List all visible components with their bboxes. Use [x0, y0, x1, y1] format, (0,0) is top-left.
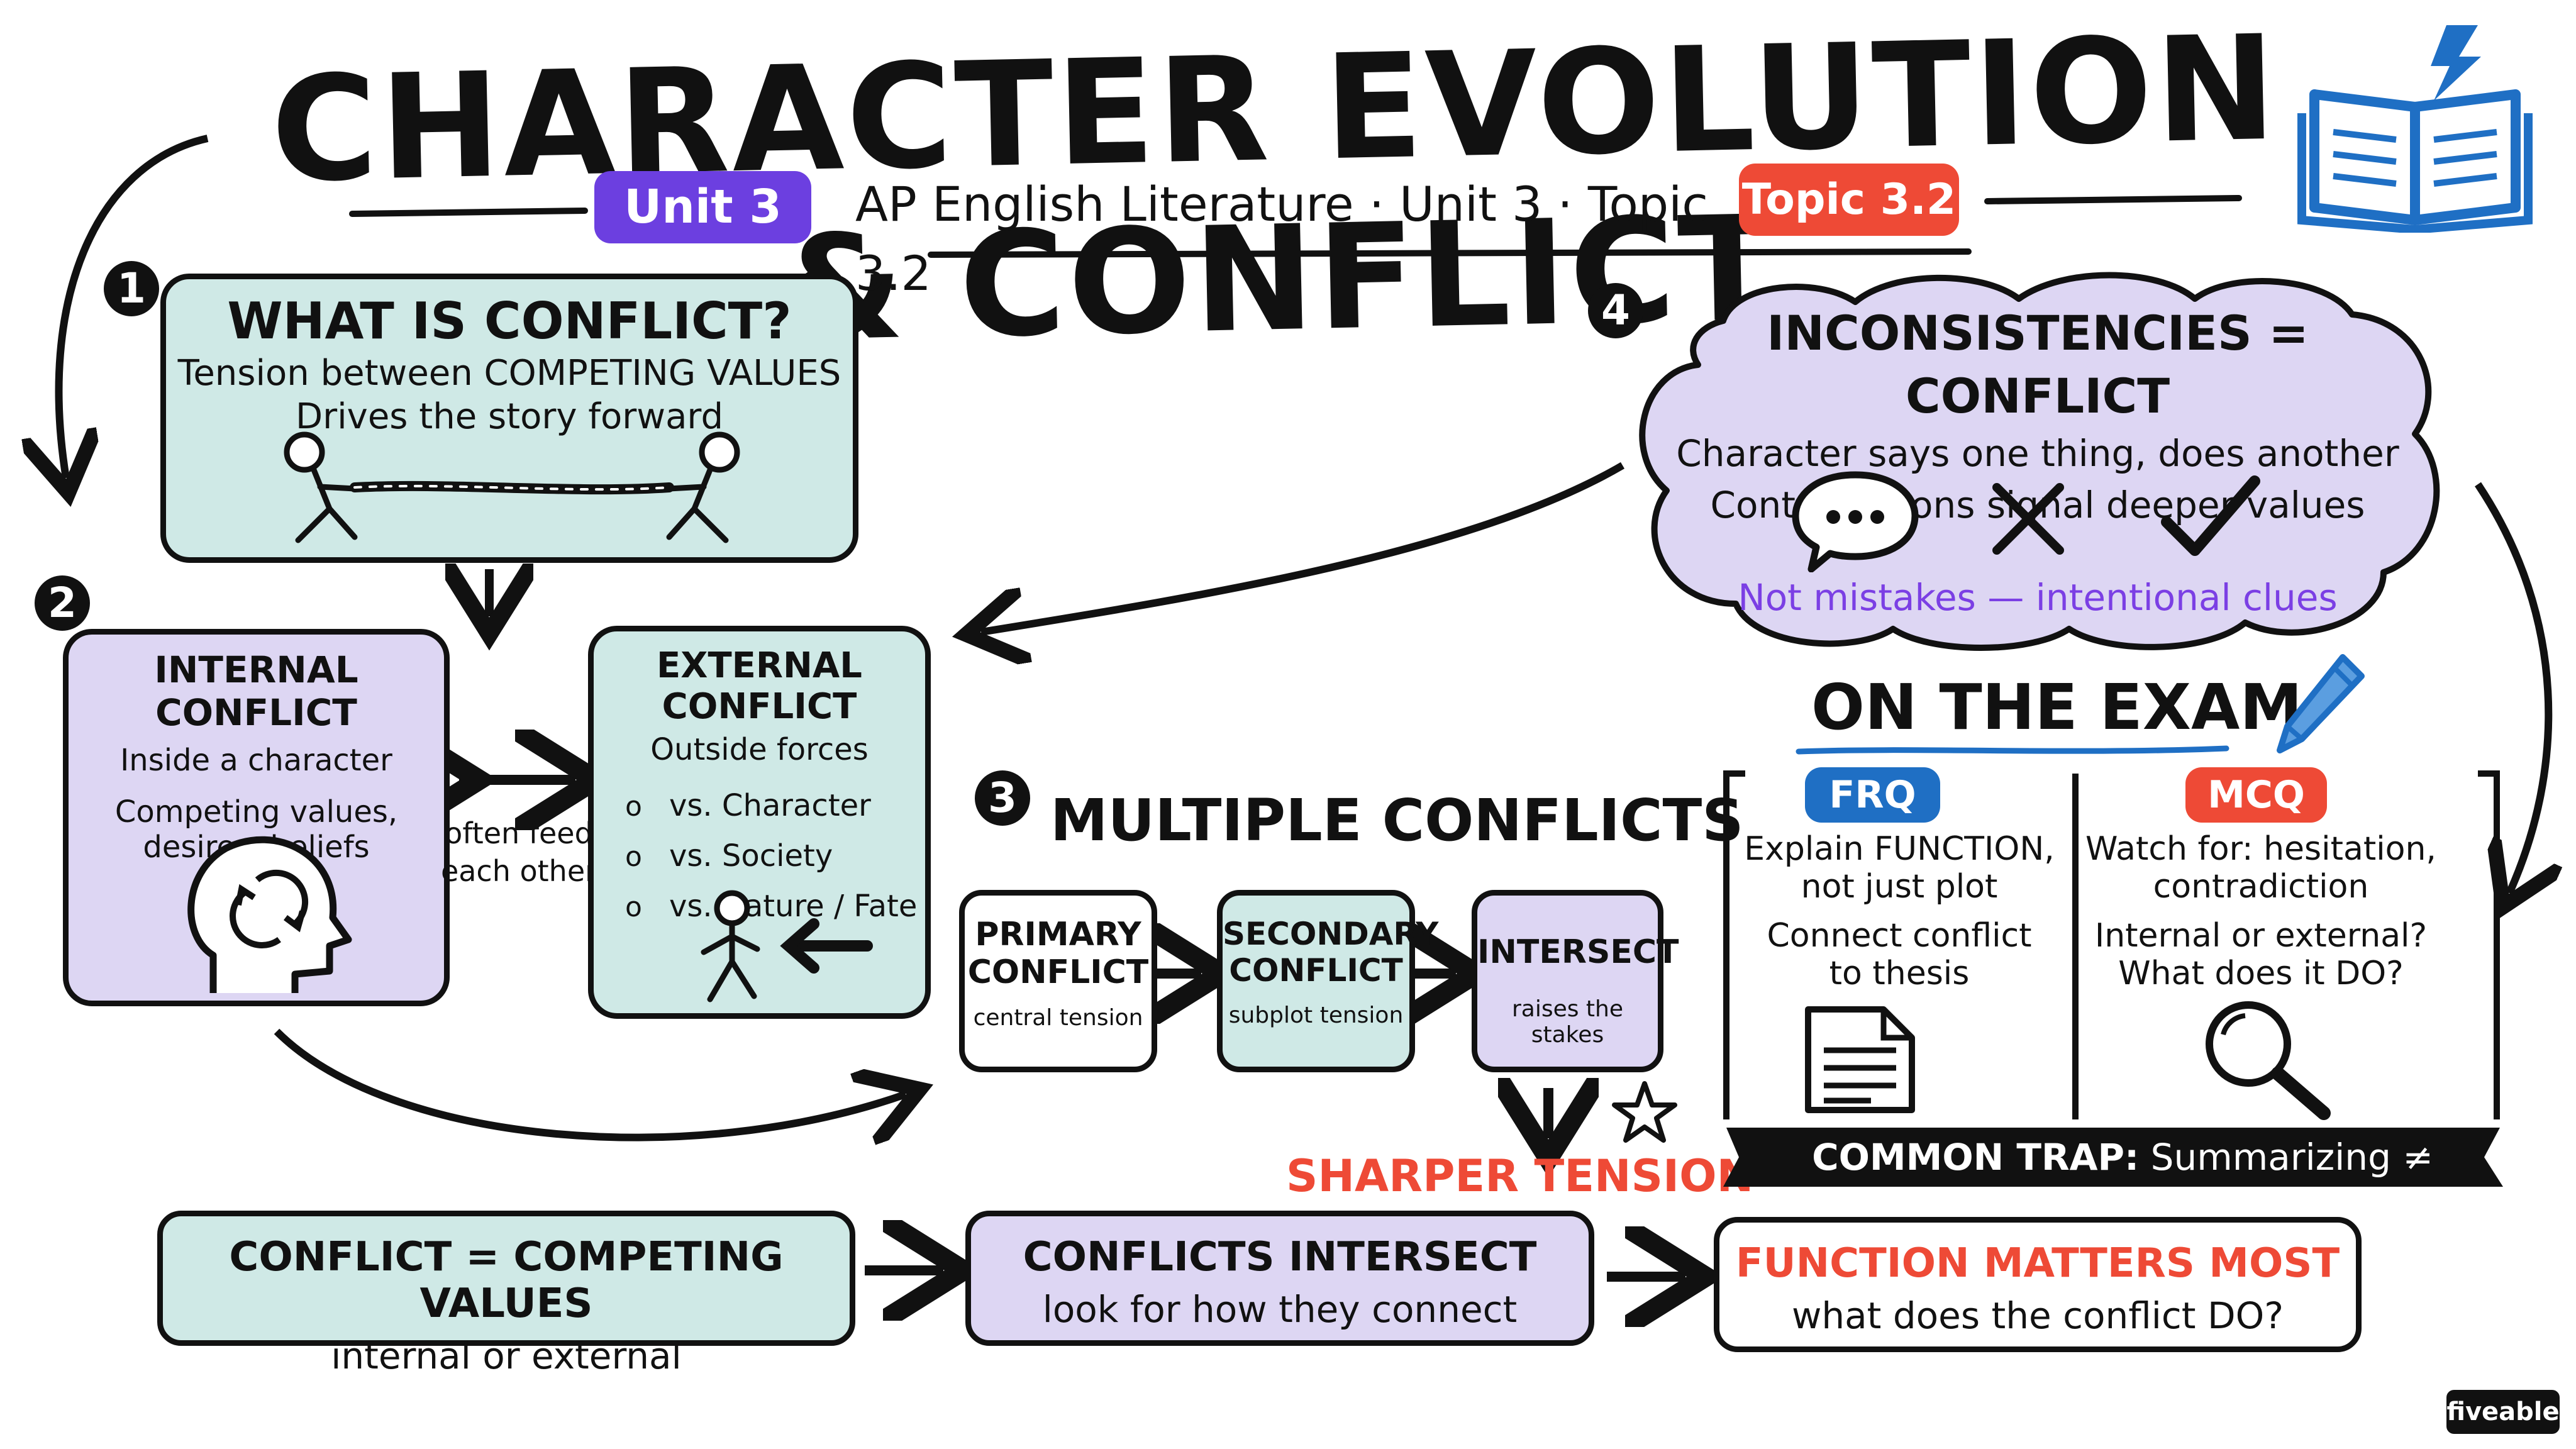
- external-item-2: vs. Society: [625, 831, 925, 882]
- subtitle: AP English Literature · Unit 3 · Topic 3…: [855, 176, 1709, 301]
- frq-line-3: Connect conflict: [1767, 917, 2032, 955]
- mcq-content: Watch for: hesitation, contradiction Int…: [2079, 830, 2443, 992]
- frq-line-2: not just plot: [1801, 868, 1998, 906]
- section-1-number: 1: [104, 261, 159, 316]
- section-3-heading: MULTIPLE CONFLICTS: [1050, 787, 1744, 854]
- fiveable-logo: fiveable: [2446, 1390, 2560, 1434]
- link-line-2: each other: [440, 854, 597, 888]
- secondary-title-2: CONFLICT: [1229, 952, 1403, 989]
- secondary-title-1: SECONDARY: [1223, 916, 1439, 952]
- feed-each-other-label: often feed each other: [440, 814, 597, 890]
- secondary-sub: subplot tension: [1228, 1002, 1404, 1028]
- section-1-line-2: Drives the story forward: [295, 396, 724, 437]
- section-4-content: INCONSISTENCIES = CONFLICT Character say…: [1660, 302, 2415, 531]
- link-line-1: often feed: [445, 816, 593, 850]
- what-is-conflict-card: WHAT IS CONFLICT? Tension between COMPET…: [160, 274, 858, 563]
- section-4-note: Not mistakes — intentional clues: [1738, 576, 2338, 619]
- internal-conflict-card: INTERNAL CONFLICT Inside a character Com…: [63, 629, 450, 1006]
- curve-arrow-internal-to-multiple: [274, 1028, 906, 1138]
- intersect-title: INTERSECT: [1477, 933, 1679, 971]
- check-mark-icon: [2161, 475, 2260, 556]
- secondary-conflict-box: SECONDARY CONFLICT subplot tension: [1217, 890, 1439, 1072]
- mcq-line-3: Internal or external?: [2094, 917, 2428, 955]
- frq-line-4: to thesis: [1829, 955, 1970, 992]
- unit-badge: Unit 3: [594, 171, 811, 243]
- primary-sub: central tension: [973, 1005, 1143, 1031]
- open-book-icon: [2297, 25, 2533, 233]
- frq-content: Explain FUNCTION, not just plot Connect …: [1723, 830, 2075, 992]
- summary-box-1: CONFLICT = COMPETING VALUES internal or …: [157, 1211, 855, 1377]
- pencil-icon: [2277, 654, 2365, 753]
- common-trap-banner: [1723, 1128, 2503, 1187]
- summary-3-sub: what does the conflict DO?: [1791, 1294, 2284, 1337]
- trap-label: COMMON TRAP:: [1812, 1136, 2140, 1179]
- curve-arrow-title-to-1: [59, 135, 209, 478]
- primary-title-1: PRIMARY: [975, 916, 1141, 953]
- star-icon: [1612, 1081, 1677, 1143]
- frq-badge: FRQ: [1805, 767, 1940, 823]
- summary-box-3: FUNCTION MATTERS MOST what does the conf…: [1714, 1217, 2362, 1352]
- exam-heading: ON THE EXAM: [1811, 670, 2302, 744]
- mcq-line-1: Watch for: hesitation,: [2085, 830, 2436, 868]
- tug-of-war-icon: [284, 431, 740, 543]
- head-cycle-icon: [187, 836, 352, 993]
- external-item-1: vs. Character: [625, 781, 925, 831]
- external-conflict-card: EXTERNAL CONFLICT Outside forces vs. Cha…: [588, 626, 931, 1019]
- internal-heading: INTERNAL CONFLICT: [154, 648, 358, 734]
- speech-bubble-icon: [1792, 471, 1919, 572]
- section-1-line-1: Tension between COMPETING VALUES: [177, 353, 841, 394]
- section-3-number: 3: [975, 770, 1030, 826]
- frq-line-1: Explain FUNCTION,: [1744, 830, 2055, 868]
- internal-line-1: Inside a character: [120, 743, 392, 778]
- section-2-number: 2: [35, 575, 90, 631]
- curve-arrow-4-to-exam: [2475, 482, 2548, 893]
- summary-box-2: CONFLICTS INTERSECT look for how they co…: [965, 1211, 1594, 1346]
- summary-2-title: CONFLICTS INTERSECT: [1023, 1234, 1537, 1280]
- sharper-tension-label: SHARPER TENSION: [1286, 1150, 1754, 1202]
- primary-conflict-box: PRIMARY CONFLICT central tension: [959, 890, 1157, 1072]
- section-4-heading: INCONSISTENCIES = CONFLICT: [1767, 305, 2309, 424]
- intersect-sub: raises the stakes: [1511, 996, 1624, 1048]
- summary-2-sub: look for how they connect: [1042, 1288, 1518, 1331]
- intersect-box: INTERSECT raises the stakes: [1472, 890, 1679, 1072]
- mcq-line-2: contradiction: [2153, 868, 2369, 906]
- section-4-number: 4: [1588, 283, 1643, 338]
- topic-badge: Topic 3.2: [1739, 164, 1959, 236]
- running-figure-icon: [701, 890, 873, 1002]
- magnifier-icon: [2206, 1001, 2331, 1120]
- document-icon: [1805, 1006, 1915, 1113]
- mcq-badge: MCQ: [2185, 767, 2327, 823]
- section-4-line-1: Character says one thing, does another: [1676, 432, 2399, 475]
- external-line-1: Outside forces: [650, 732, 869, 767]
- curve-arrow-4-to-external: [981, 462, 1625, 632]
- primary-title-2: CONFLICT: [967, 953, 1149, 991]
- x-mark-icon: [1992, 483, 2064, 555]
- summary-1-sub: internal or external: [331, 1335, 682, 1377]
- internal-line-2: Competing values,: [114, 794, 398, 830]
- external-item-3: vs. Nature / Fate: [625, 882, 925, 932]
- external-heading: EXTERNAL CONFLICT: [657, 645, 862, 727]
- summary-1-title: CONFLICT = COMPETING VALUES: [229, 1234, 784, 1327]
- section-1-heading: WHAT IS CONFLICT?: [227, 292, 792, 350]
- lightning-icon: [2431, 25, 2481, 101]
- summary-3-title: FUNCTION MATTERS MOST: [1735, 1240, 2340, 1287]
- mcq-line-4: What does it DO?: [2118, 955, 2404, 992]
